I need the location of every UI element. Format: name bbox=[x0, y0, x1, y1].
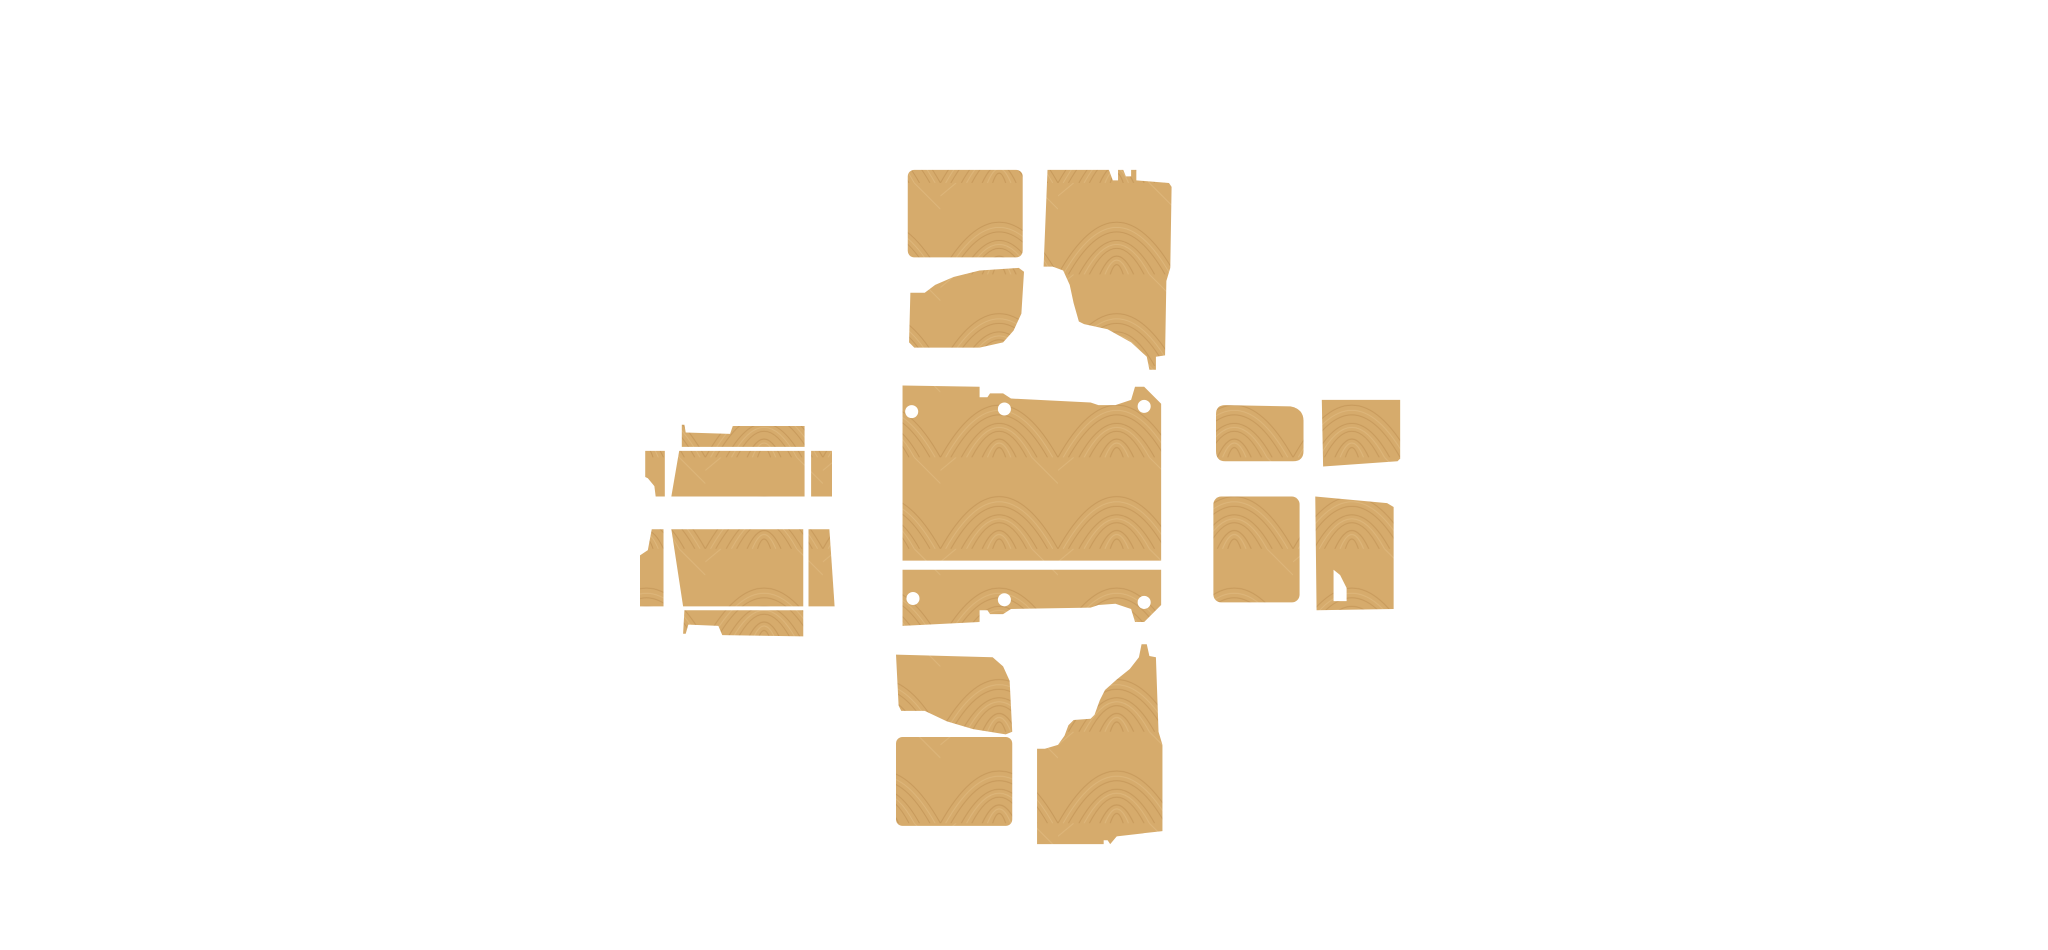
panel-left-top-strip bbox=[681, 424, 805, 447]
panel-center-main bbox=[902, 385, 1162, 561]
panel-bottom-right bbox=[1037, 644, 1163, 845]
panel-center-lower bbox=[902, 569, 1162, 626]
panel-left-upper-side-right bbox=[811, 450, 832, 497]
panel-left-lower bbox=[671, 529, 804, 607]
panel-top-right bbox=[1043, 169, 1172, 370]
panel-left-lower-side-left bbox=[640, 529, 664, 607]
panel-bottom-mid-left bbox=[896, 654, 1013, 735]
panel-bottom-left bbox=[896, 737, 1013, 826]
panel-top-mid-left bbox=[909, 267, 1024, 348]
panel-top-left bbox=[907, 169, 1023, 258]
mount-hole bbox=[1137, 399, 1151, 413]
panel-right-bottom-right bbox=[1315, 496, 1394, 611]
mount-hole bbox=[905, 405, 919, 419]
panel-left-upper-side-left bbox=[645, 450, 665, 497]
mount-hole bbox=[1137, 595, 1151, 609]
panel-left-bottom-strip bbox=[683, 610, 804, 637]
panel-right-top-right bbox=[1321, 399, 1401, 467]
panel-left-upper bbox=[671, 450, 805, 497]
mount-hole bbox=[997, 593, 1011, 607]
mount-hole bbox=[906, 591, 920, 606]
panel-right-top-left bbox=[1216, 405, 1304, 462]
mount-hole bbox=[997, 402, 1011, 416]
panel-right-bottom-left bbox=[1213, 496, 1300, 603]
panel-left-lower-side-right bbox=[808, 529, 835, 607]
